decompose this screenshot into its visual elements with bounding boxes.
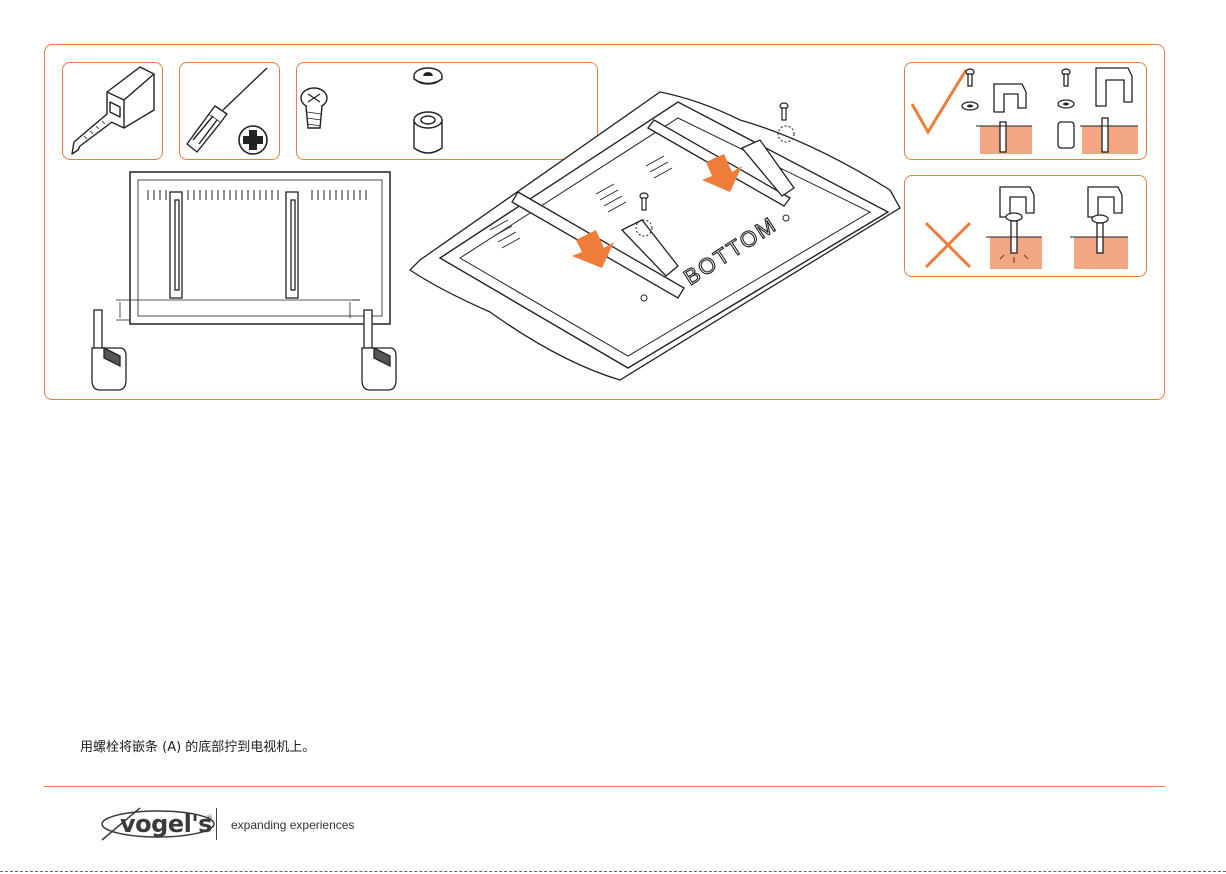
- footer-divider: [44, 786, 1165, 787]
- tape-measure-icon: [62, 62, 163, 160]
- cross-icon: [926, 223, 970, 267]
- page-edge-rule: [0, 871, 1226, 872]
- phillips-screwdriver-icon: [179, 62, 280, 160]
- brand-tagline: expanding experiences: [231, 818, 354, 832]
- check-icon: [912, 70, 966, 132]
- brand-name: vogel's: [120, 810, 212, 838]
- instruction-text: 用螺栓将嵌条 (A) 的底部拧到电视机上。: [80, 736, 315, 755]
- incorrect-mounting-icons: [904, 175, 1147, 277]
- correct-mounting-icons: [904, 62, 1147, 160]
- tv-back-perspective: BOTTOM: [410, 80, 910, 390]
- tv-front-view: [80, 170, 410, 400]
- logo-separator: [216, 808, 217, 840]
- registered-mark: ®: [206, 814, 213, 822]
